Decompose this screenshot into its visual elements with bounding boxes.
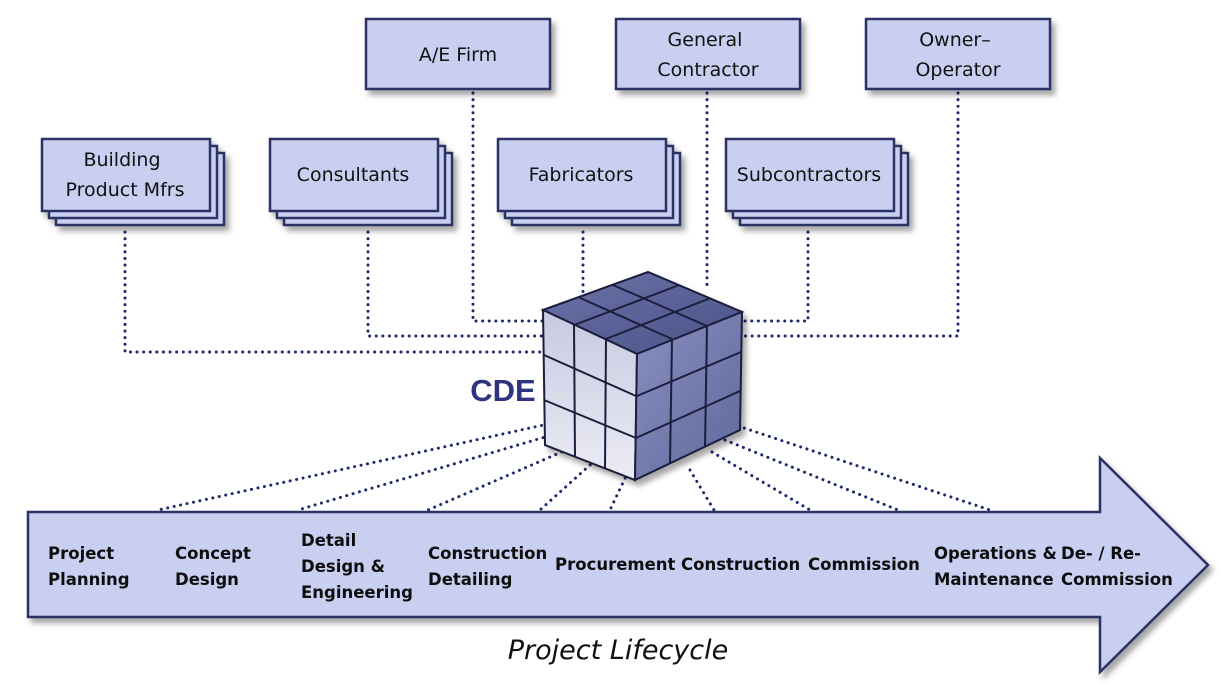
phase-labels: Project Planning Concept Design Detail D… [48, 531, 1173, 602]
lifecycle-label: Project Lifecycle [508, 635, 728, 666]
connector-owner-operator [740, 91, 960, 338]
connector-consultants [366, 230, 555, 338]
phase-procurement: Procurement [555, 555, 676, 574]
party-connectors [123, 91, 960, 354]
cde-label: CDE [470, 373, 535, 408]
party-subcontractors-label: Subcontractors [737, 164, 881, 186]
connector-subcontractors [740, 230, 810, 323]
connector-phase-operations [723, 438, 900, 512]
phase-connectors [156, 422, 992, 512]
party-general-contractor-label: General Contractor [657, 29, 758, 81]
connector-phase-de-re-commission [736, 424, 992, 512]
phase-construction-detailing: Construction Detailing [428, 544, 553, 589]
party-ae-firm-label: A/E Firm [419, 44, 497, 66]
connector-phase-procurement [608, 470, 630, 512]
phase-project-planning: Project Planning [48, 544, 130, 589]
party-fabricators-label: Fabricators [529, 164, 634, 186]
connector-phase-detail-design [426, 442, 582, 512]
party-general-contractor [614, 17, 802, 91]
party-owner-operator-label: Owner– Operator [915, 29, 1000, 81]
phase-concept-design: Concept Design [175, 544, 257, 589]
connector-building-product-mfrs [123, 230, 558, 354]
party-owner-operator [864, 17, 1052, 91]
party-consultants [268, 137, 454, 227]
party-ae-firm [364, 17, 552, 91]
party-building-product-mfrs-label: Building Product Mfrs [66, 149, 185, 201]
connector-phase-construction-detailing [538, 454, 602, 512]
party-consultants-label: Consultants [297, 164, 410, 186]
connector-phase-project-planning [156, 422, 550, 512]
phase-detail-design: Detail Design & Engineering [301, 531, 413, 602]
cde-cube [540, 270, 745, 482]
phase-de-re-commission: De- / Re- Commission [1061, 544, 1173, 589]
lifecycle-arrow [26, 455, 1210, 675]
phase-commission: Commission [808, 555, 920, 574]
connector-phase-commission [710, 450, 812, 512]
party-building-product-mfrs [40, 137, 226, 227]
party-fabricators [496, 137, 682, 227]
connector-phase-construction [688, 468, 716, 512]
phase-operations-maintenance: Operations & Maintenance [934, 544, 1063, 589]
party-subcontractors [724, 137, 910, 227]
phase-construction: Construction [681, 555, 800, 574]
connector-phase-concept-design [296, 430, 564, 512]
